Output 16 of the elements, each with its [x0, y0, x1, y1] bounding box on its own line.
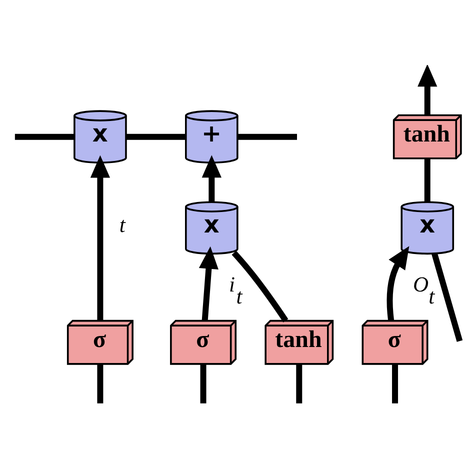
arrow: [386, 246, 410, 320]
connector: [424, 158, 430, 202]
arrow: [198, 246, 218, 320]
arrow: [90, 154, 110, 320]
connector: [126, 133, 186, 140]
connector: [200, 364, 206, 403]
connector: [232, 250, 288, 322]
arrow: [418, 64, 438, 114]
connector: [14, 133, 74, 140]
edge-label: t: [119, 212, 126, 236]
connector: [238, 133, 297, 140]
arrow: [202, 154, 222, 202]
connector: [432, 252, 463, 342]
connector: [296, 364, 302, 403]
connector: [392, 364, 398, 403]
connector: [97, 364, 104, 403]
